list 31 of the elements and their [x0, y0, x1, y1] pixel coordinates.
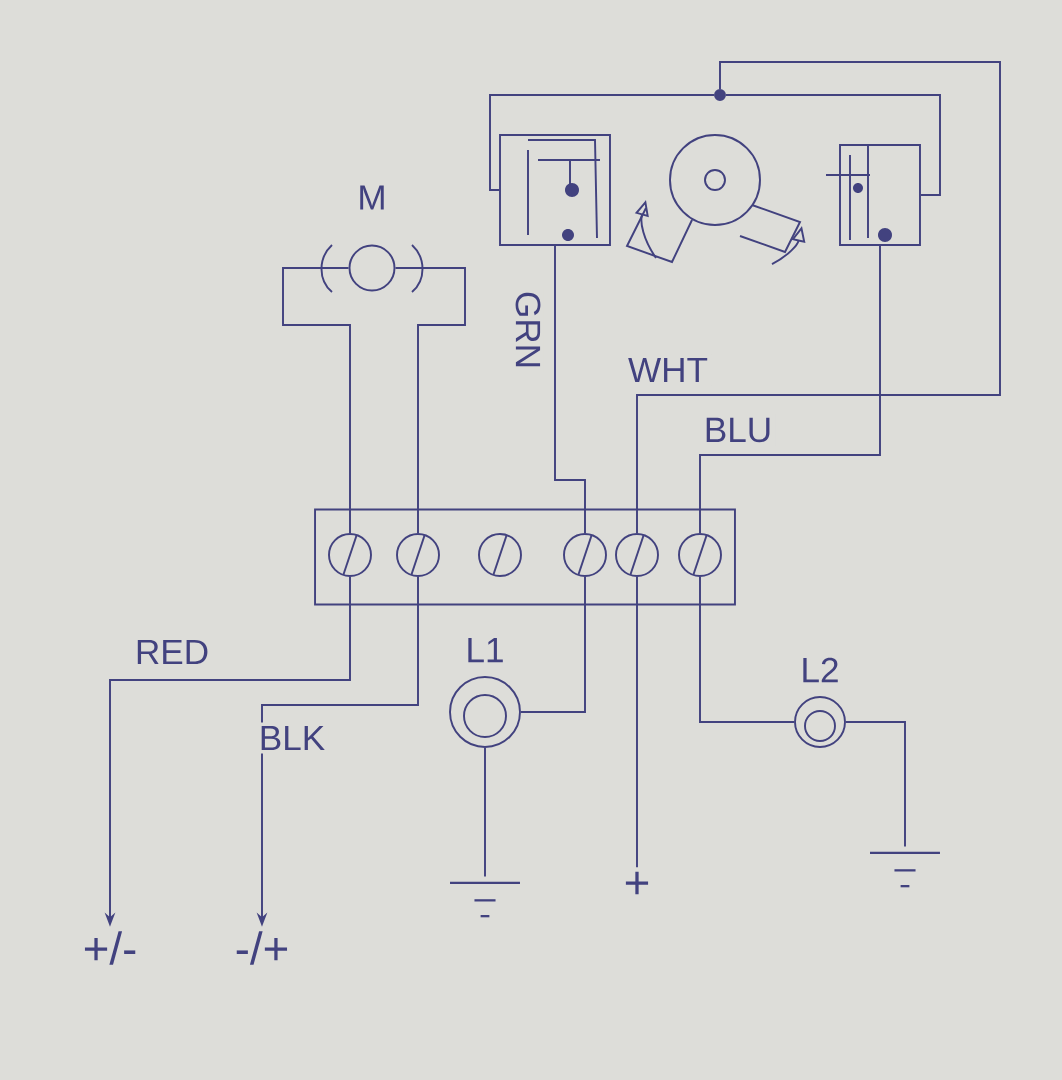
screw-terminal [328, 533, 372, 577]
limit-switch [499, 134, 611, 246]
wire [725, 94, 941, 196]
screw-terminal [563, 533, 607, 577]
wire [636, 61, 1001, 534]
wire [394, 267, 466, 534]
terminal-label: -/+ [236, 931, 288, 965]
wire [699, 576, 795, 723]
wire-label: BLK [255, 722, 329, 754]
wire-label: WHT [624, 354, 712, 386]
wire [484, 747, 486, 878]
wire-label: BLU [700, 414, 776, 446]
terminal-strip [314, 508, 736, 606]
wire [554, 245, 586, 534]
terminal-label: +/- [84, 931, 136, 965]
wire [520, 576, 586, 713]
screw-terminal [678, 533, 722, 577]
screw-terminal [396, 533, 440, 577]
wire-label: RED [131, 636, 213, 668]
screw-terminal [615, 533, 659, 577]
wire [699, 245, 881, 534]
limit-switch [825, 144, 921, 246]
terminal-label: + [625, 871, 649, 895]
wire [282, 267, 351, 534]
wire [489, 94, 715, 191]
ground-symbol [870, 851, 940, 888]
wire [845, 721, 906, 848]
wire [636, 576, 638, 869]
wire-label: GRN [512, 287, 544, 373]
ground-symbol [450, 881, 520, 918]
screw-terminal [478, 533, 522, 577]
